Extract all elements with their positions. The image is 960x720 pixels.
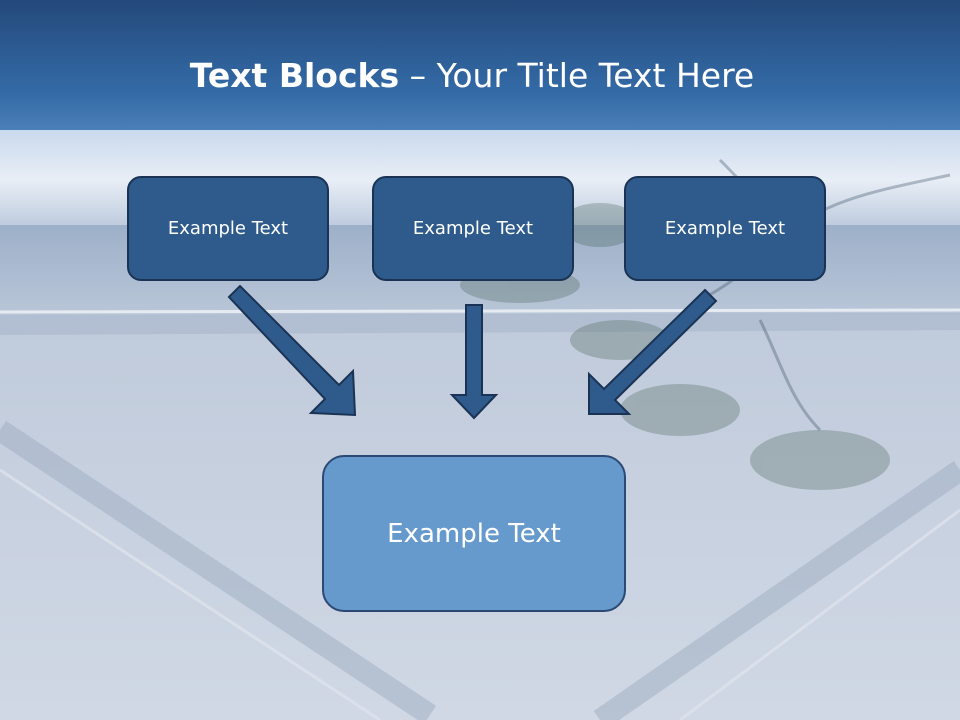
text-block-2-label: Example Text [412,218,534,239]
text-block-3-label: Example Text [664,218,786,239]
result-block[interactable]: Example Text [322,455,626,612]
result-block-label: Example Text [387,518,561,549]
arrow-left [227,284,357,417]
text-block-2[interactable]: Example Text [372,176,574,281]
text-block-3[interactable]: Example Text [624,176,826,281]
title-bold: Text Blocks [189,56,400,95]
text-block-1[interactable]: Example Text [127,176,329,281]
title-rest: – Your Title Text Here [399,56,755,95]
text-block-1-label: Example Text [167,218,289,239]
arrow-center [449,304,499,420]
arrow-right [588,288,718,415]
slide-title: Text Blocks – Your Title Text Here [0,52,944,100]
